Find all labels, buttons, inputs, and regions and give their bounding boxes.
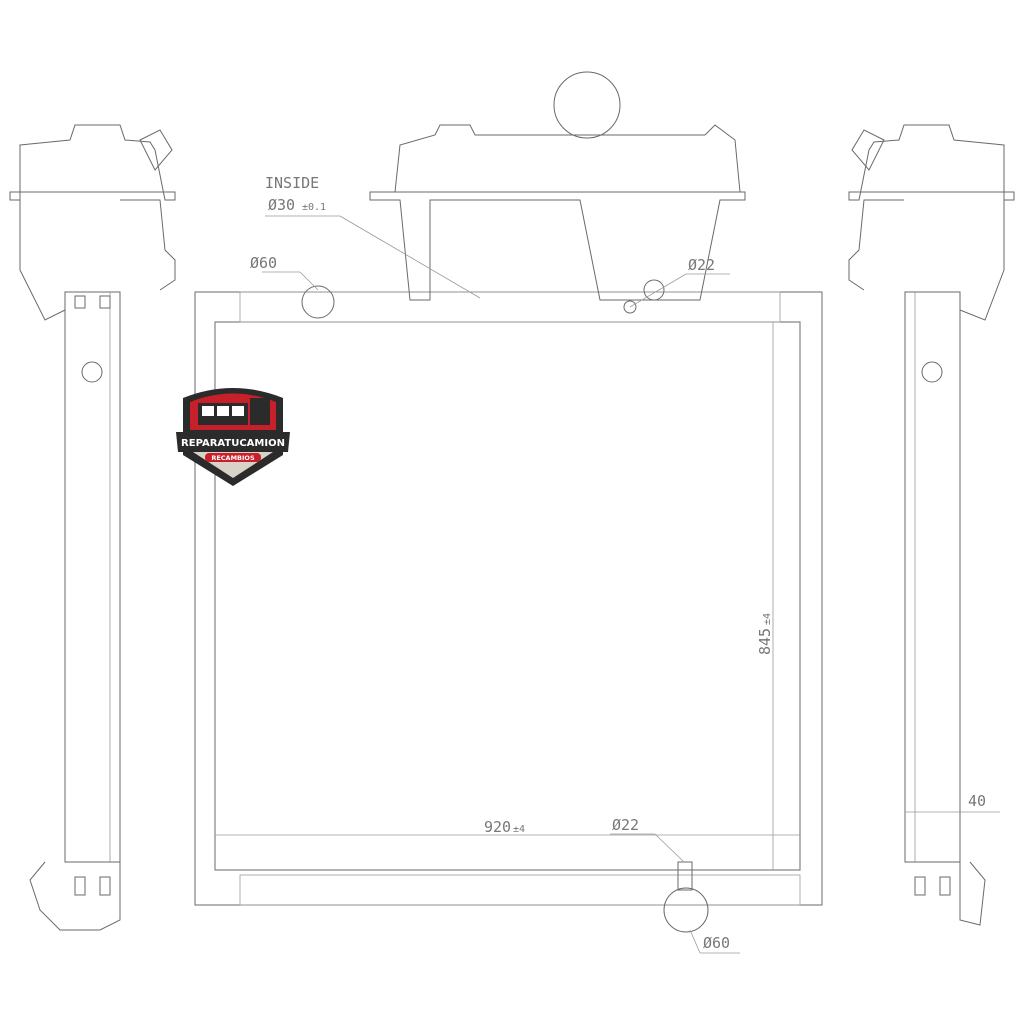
height-tolerance: ±4 bbox=[762, 613, 773, 625]
width-dimension: 920 bbox=[484, 818, 511, 836]
inside-note: INSIDE bbox=[265, 174, 319, 192]
bottom-port-diameter-label: Ø22 bbox=[612, 816, 639, 834]
logo-subtitle: RECAMBIOS bbox=[211, 454, 255, 462]
left-side-view bbox=[9, 124, 176, 931]
inside-diameter-label: Ø30 bbox=[268, 196, 295, 214]
front-view bbox=[194, 71, 823, 954]
bottom-outlet-diameter-label: Ø60 bbox=[703, 934, 730, 952]
top-port-diameter-label: Ø22 bbox=[688, 256, 715, 274]
top-inlet-diameter-label: Ø60 bbox=[250, 254, 277, 272]
width-tolerance: ±4 bbox=[513, 824, 525, 835]
height-dimension: 845 bbox=[756, 628, 774, 655]
right-side-view bbox=[848, 124, 1015, 926]
logo-brand-text: REPARATUCAMION bbox=[181, 438, 285, 449]
inside-diameter-tolerance: ±0.1 bbox=[302, 202, 326, 213]
side-depth-dimension: 40 bbox=[968, 792, 986, 810]
brand-logo: REPARATUCAMION RECAMBIOS bbox=[176, 388, 290, 486]
truck-icon bbox=[198, 398, 270, 425]
